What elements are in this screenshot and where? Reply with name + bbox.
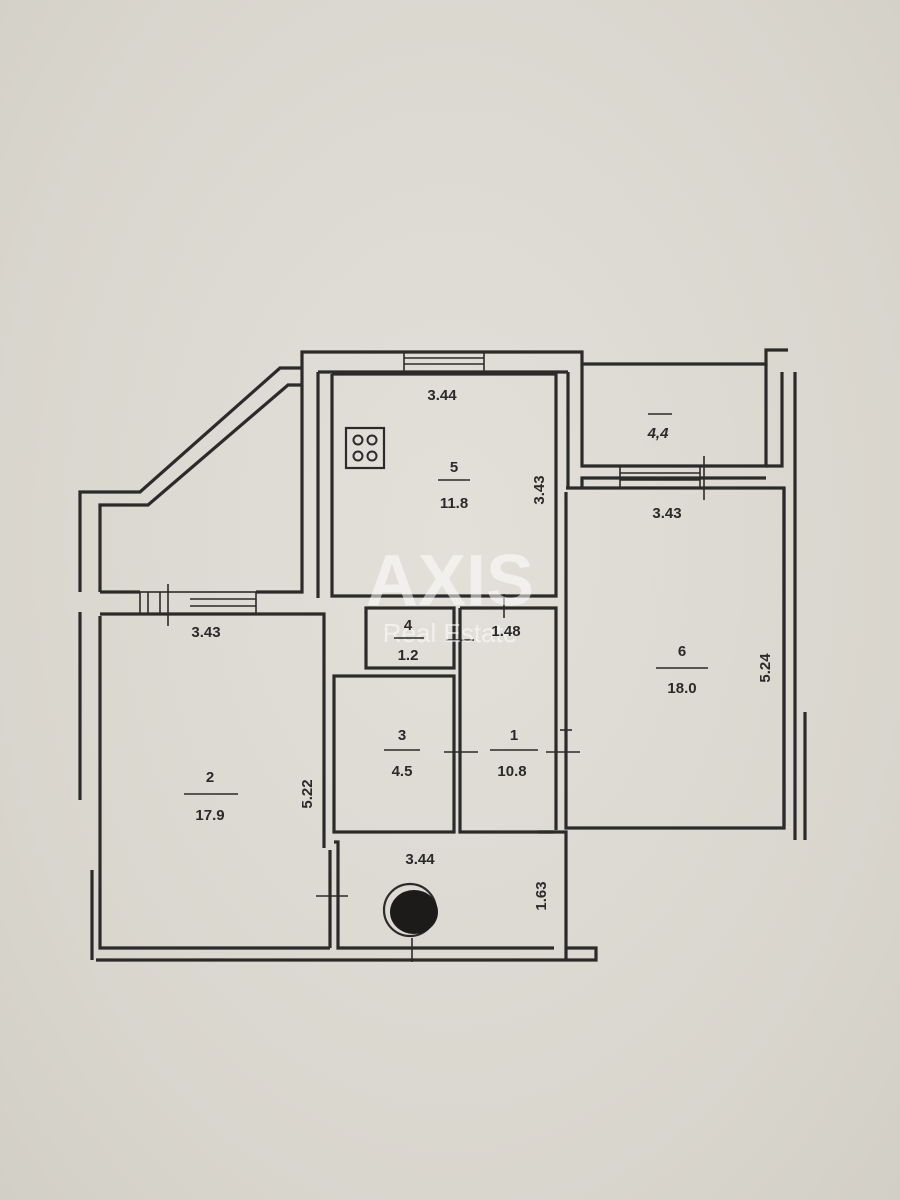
dim-kitchen-side: 3.43 [531,475,548,504]
wall-bay-outer [78,366,302,592]
room-5-label: 5 11.8 [438,459,470,512]
wall-balcony-outer [766,372,784,468]
wall-bottom [96,946,598,962]
wall-kitchen-inner [330,372,558,598]
room-number: 5 [450,459,458,476]
room-6-label: 6 18.0 [656,643,708,697]
dim-room2-top: 3.43 [191,624,220,641]
room-1-label: 1 10.8 [490,727,538,780]
dim-hall-side: 1.63 [533,881,550,910]
outer-walls [78,348,807,962]
room-number: 6 [678,643,686,660]
window-room6 [619,465,701,489]
window-room2 [139,591,257,615]
wall-room6 [564,486,786,830]
room-area: 17.9 [195,807,224,824]
watermark-brand: AXIS [366,541,534,621]
room-2-label: 2 17.9 [184,769,238,824]
room-4-label: 4 1.2 [394,617,424,664]
window-kitchen [403,351,485,373]
stove-icon [344,426,386,470]
room-area: 10.8 [497,763,526,780]
watermark-sub: Real Estate [383,618,517,648]
dim-kitchen-top: 3.44 [427,387,457,404]
dim-hall-bottom: 3.44 [405,851,435,868]
wall-corridor-2 [458,608,554,834]
wall-left-inner [98,616,330,950]
dimensions: 3.44 3.43 3.43 5.24 3.43 5.22 1.48 3.44 … [191,387,774,911]
dim-room6-side: 5.24 [757,653,774,683]
wall-hall-left [334,840,554,950]
watermark: AXIS Real Estate [366,541,534,648]
dim-room2-side: 5.22 [299,779,316,808]
dim-room6-top: 3.43 [652,505,681,522]
dim-corridor: 1.48 [491,623,520,640]
hall-column-icon [382,882,438,938]
room-area: 4.5 [392,763,413,780]
room-area: 1.2 [398,647,419,664]
room-area: 18.0 [667,680,696,697]
room-number: 2 [206,769,214,786]
wall-room4 [364,606,456,670]
room-number: 1 [510,727,518,744]
door-marks [167,456,705,962]
balcony-area: 4,4 [647,425,670,442]
wall-hall [538,830,568,960]
room-number: 3 [398,727,406,744]
wall-room3 [332,674,456,834]
room-3-label: 3 4.5 [384,727,420,780]
wall-bay-inner [98,383,302,592]
room-number: 4 [404,617,413,634]
balcony-label: 4,4 [647,413,672,442]
wall-balcony [580,364,768,468]
interior-walls [100,372,786,960]
wall-corridor [460,606,558,830]
wall-upper-left-room-2 [256,385,304,594]
windows [139,351,701,615]
room-area: 11.8 [440,495,468,512]
wall-top [300,348,788,385]
